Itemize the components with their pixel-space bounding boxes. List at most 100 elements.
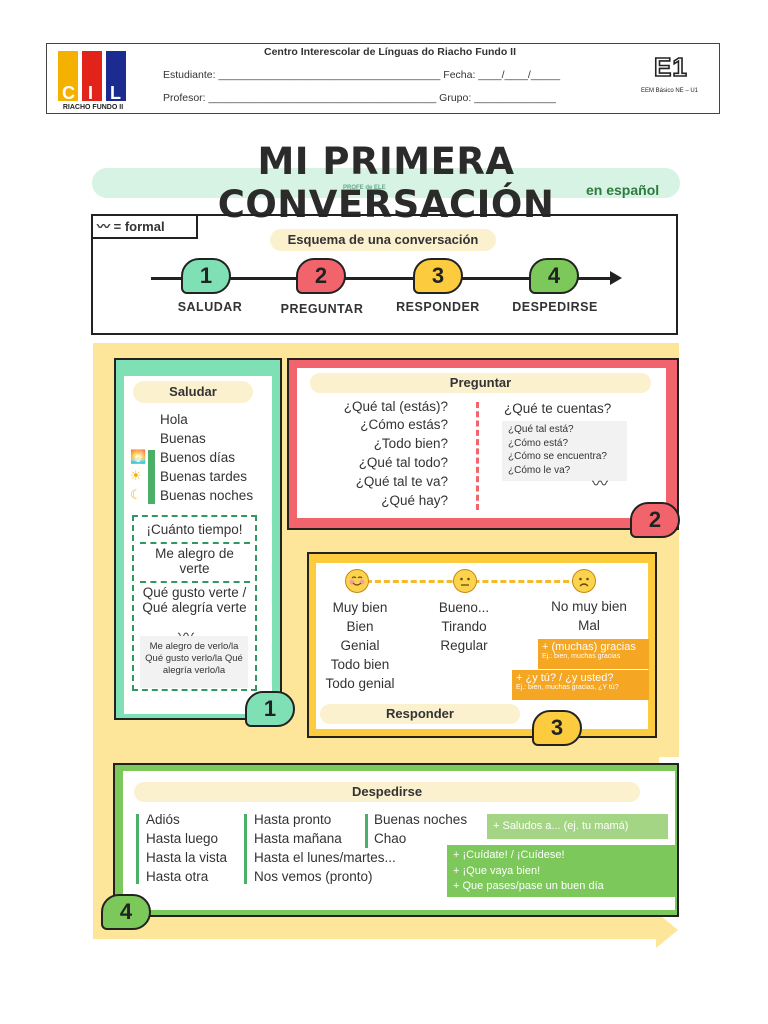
responder-item: Bueno... (438, 600, 490, 615)
moon-icon: ☾ (130, 487, 142, 502)
preguntar-title: Preguntar (310, 373, 651, 393)
despedirse-tip: + ¡Que vaya bien! (453, 864, 541, 877)
cil-logo: C I L RIACHO FUNDO II (56, 49, 130, 115)
preguntar-formal-item: ¿Cómo se encuentra? (508, 451, 607, 462)
preguntar-item: ¿Todo bien? (373, 436, 448, 451)
preguntar-item: ¿Qué te cuentas? (504, 401, 612, 416)
step-3-label: RESPONDER (396, 300, 480, 314)
logo-bar-blue (106, 51, 126, 101)
saludar-item: Buenas tardes (160, 469, 248, 484)
column-marker (365, 814, 368, 848)
saludar-extra: ¡Cuánto tiempo! (146, 522, 243, 537)
responder-item: Genial (340, 638, 380, 653)
despedirse-tips: + ¡Cuídate! / ¡Cuídese! + ¡Que vaya bien… (447, 845, 675, 897)
responder-title: Responder (320, 704, 520, 724)
step-1-label: SALUDAR (177, 300, 243, 314)
saludar-extra: Qué gusto verte / Qué alegría verte (142, 585, 247, 615)
saludar-extra: Me alegro de verte (155, 546, 234, 576)
mustache-icon: 〰 (97, 219, 111, 234)
responder-item: Tirando (441, 619, 487, 634)
despedirse-tip: + ¡Cuídate! / ¡Cuídese! (453, 849, 565, 861)
despedirse-item: Hasta luego (146, 831, 219, 846)
header-box (46, 43, 720, 114)
saludar-title: Saludar (133, 381, 253, 403)
despedirse-item: Hasta pronto (254, 812, 332, 827)
big-arrow-icon (656, 912, 678, 948)
despedirse-item: Hasta el lunes/martes... (254, 850, 396, 865)
logo-bar-yellow (58, 51, 78, 101)
despedirse-item: Chao (374, 831, 407, 846)
neutral-face-icon (453, 569, 477, 593)
step-2-bubble: 2 (296, 258, 346, 294)
despedirse-item: Adiós (146, 812, 180, 827)
step-1-bubble: 1 (181, 258, 231, 294)
preguntar-item: ¿Qué tal todo? (358, 455, 448, 470)
timeline-line (151, 277, 613, 280)
saludar-item: Buenas noches (160, 488, 254, 503)
responder-item: Mal (578, 618, 600, 633)
happy-face-icon (345, 569, 369, 593)
preguntar-number-bubble: 2 (630, 502, 680, 538)
logo-letter-i: I (88, 83, 94, 103)
despedirse-item: Hasta mañana (254, 831, 342, 846)
saludar-extra-box (132, 515, 257, 691)
logo-letter-l: L (110, 83, 121, 103)
responder-tip-example: Ej.: bien, muchas gracias (542, 653, 621, 660)
saludar-item: Buenas (160, 431, 206, 446)
column-marker (136, 814, 139, 884)
sun-icon: ☀ (130, 468, 142, 483)
brand-label: PROFE de ELE (343, 185, 386, 191)
level-code: E1 (653, 51, 688, 83)
responder-item: Todo genial (325, 676, 395, 691)
column-marker (244, 814, 247, 884)
step-2-label: PREGUNTAR (280, 302, 364, 316)
mustache-icon: 〰 (592, 476, 609, 493)
dashed-divider (140, 581, 250, 583)
responder-tip-text: + (muchas) gracias (542, 641, 636, 653)
dashed-divider (140, 542, 250, 544)
responder-tip-text: + ¿y tú? / ¿y usted? (516, 672, 614, 684)
despedirse-item: Buenas noches (374, 812, 468, 827)
step-3-bubble: 3 (413, 258, 463, 294)
responder-tip: + ¿y tú? / ¿y usted? Ej.: bien, muchas g… (512, 670, 649, 700)
arrow-head-icon (610, 271, 622, 285)
formal-legend: 〰 = formal (91, 214, 198, 239)
responder-item: No muy bien (551, 599, 627, 614)
dashed-divider (476, 402, 479, 510)
logo-subtitle: RIACHO FUNDO II (62, 104, 124, 111)
responder-item: Bien (346, 619, 374, 634)
despedirse-tip: + Saludos a... (ej. tu mamá) (487, 814, 668, 839)
responder-tip: + (muchas) gracias Ej.: bien, muchas gra… (538, 639, 649, 669)
saludar-formal: Me alegro de verlo/la Qué gusto verlo/la… (140, 636, 248, 688)
time-bar (148, 450, 155, 504)
page-subtitle: en español (586, 182, 660, 198)
logo-bar-red (82, 51, 102, 101)
sunrise-icon: 🌅 (130, 449, 147, 464)
preguntar-formal: ¿Qué tal está? ¿Cómo está? ¿Cómo se encu… (502, 421, 627, 481)
despedirse-item: Nos vemos (pronto) (254, 869, 373, 884)
responder-item: Todo bien (330, 657, 390, 672)
responder-item: Muy bien (332, 600, 388, 615)
level-subtitle: EEM Básico NE – U1 (641, 88, 699, 94)
preguntar-formal-item: ¿Qué tal está? (508, 424, 574, 435)
scheme-box (91, 214, 678, 335)
despedirse-item: Hasta la vista (146, 850, 228, 865)
preguntar-formal-item: ¿Cómo le va? (508, 464, 571, 476)
saludar-item: Buenos días (160, 450, 236, 465)
despedirse-title: Despedirse (134, 782, 640, 802)
teacher-line[interactable]: Profesor: ______________________________… (163, 92, 556, 104)
preguntar-item: ¿Cómo estás? (360, 417, 448, 432)
title-band (92, 168, 680, 198)
preguntar-item: ¿Qué tal te va? (355, 474, 448, 489)
step-4-label: DESPEDIRSE (512, 300, 598, 314)
school-name: Centro Interescolar de Línguas do Riacho… (263, 46, 517, 58)
saludar-item: Hola (160, 412, 188, 427)
step-4-bubble: 4 (529, 258, 579, 294)
responder-tip-example: Ej.: bien, muchas gracias, ¿Y tú? (516, 684, 619, 691)
logo-letter-c: C (62, 83, 75, 103)
student-line[interactable]: Estudiante: ____________________________… (163, 69, 561, 81)
despedirse-number-bubble: 4 (101, 894, 151, 930)
despedirse-tip: + Que pases/pase un buen día (453, 880, 604, 892)
page-title: MI PRIMERA CONVERSACIÓN (217, 140, 555, 226)
despedirse-item: Hasta otra (146, 869, 209, 884)
